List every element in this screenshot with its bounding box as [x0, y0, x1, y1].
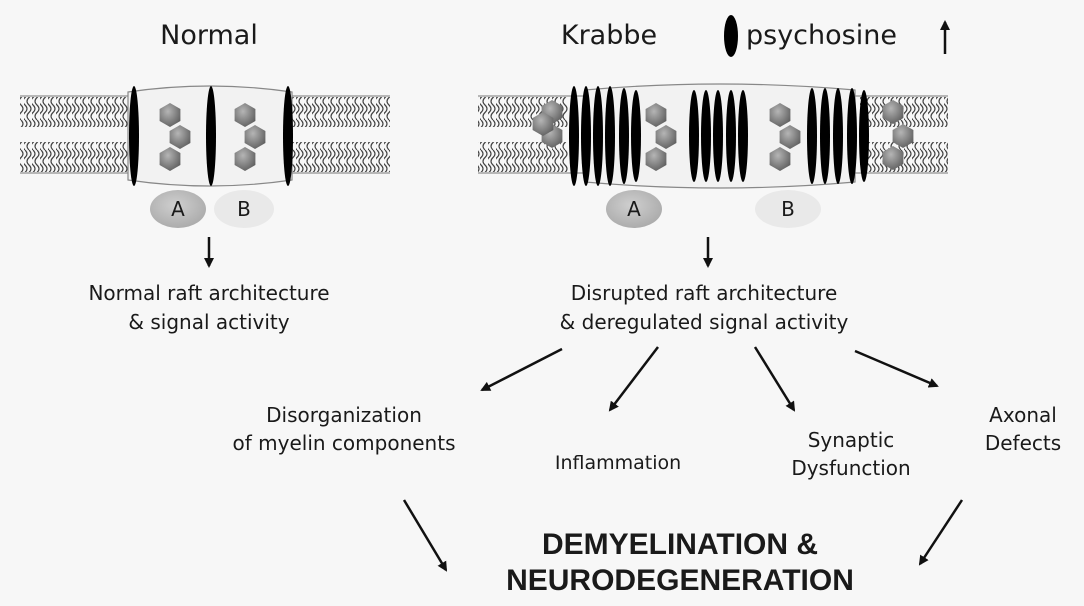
normal-protein-a-label: A	[171, 197, 185, 221]
normal-psychosine-1	[129, 86, 139, 186]
krabbe-protein-a	[606, 190, 662, 228]
result-line1: DEMYELINATION &	[541, 528, 819, 561]
normal-protein-a	[150, 190, 206, 228]
psychosine-molecule-5	[619, 88, 629, 184]
psychosine-molecule-4	[605, 86, 615, 186]
cholesterol-hexagon-10	[882, 100, 904, 124]
normal-membrane	[20, 85, 390, 187]
krabbe-outcome-line2: & deregulated signal activity	[559, 310, 849, 334]
psychosine-molecule-9	[713, 90, 723, 182]
psychosine-molecule-15	[847, 88, 857, 184]
normal-psychosine-3	[283, 86, 293, 186]
normal-lipid-left	[20, 97, 132, 127]
cholesterol-hexagon-6	[645, 147, 667, 171]
cholesterol-hexagon-5	[655, 125, 677, 149]
cholesterol-hexagon-7	[769, 103, 791, 127]
psychosine-molecule-6	[631, 90, 641, 182]
psychosine-legend-icon	[724, 15, 738, 57]
normal-cholesterol-hexagons	[159, 103, 266, 171]
krabbe-cholesterol-hexagons	[532, 100, 914, 171]
synaptic-line1: Synaptic	[807, 428, 895, 452]
disorganization-line2: of myelin components	[232, 431, 456, 455]
psychosine-molecule-13	[820, 88, 830, 184]
arrow-to-synaptic	[753, 346, 796, 412]
psychosine-molecule-12	[807, 88, 817, 184]
krabbe-title: Krabbe	[560, 20, 658, 51]
cholesterol-hexagon-9	[769, 147, 791, 171]
arrow-right-to-result	[918, 499, 964, 566]
normal-psychosine-2	[206, 86, 216, 186]
normal-lipid-right-lower	[290, 142, 390, 172]
disorganization-line1: Disorganization	[266, 403, 422, 427]
psychosine-molecule-1	[569, 86, 579, 186]
normal-outcome-line1: Normal raft architecture	[88, 281, 330, 305]
inflammation-label: Inflammation	[554, 452, 682, 474]
krabbe-lipid-right	[860, 97, 948, 127]
psychosine-molecule-10	[726, 90, 736, 182]
cholesterol-hexagon-2	[169, 125, 191, 149]
cholesterol-hexagon-12	[882, 146, 904, 170]
psychosine-molecule-3	[593, 86, 603, 186]
krabbe-outcome-line1: Disrupted raft architecture	[570, 281, 838, 305]
krabbe-psychosine-molecules	[569, 86, 869, 186]
normal-protein-b	[214, 190, 274, 228]
cholesterol-hexagon-3	[532, 112, 554, 136]
result-line2: NEURODEGENERATION	[506, 564, 854, 597]
normal-lipid-left-lower	[20, 142, 132, 172]
normal-title: Normal	[160, 20, 258, 51]
synaptic-line2: Dysfunction	[791, 456, 911, 480]
cholesterol-hexagon-1	[159, 103, 181, 127]
cholesterol-hexagon-4	[234, 103, 256, 127]
psychosine-molecule-16	[859, 90, 869, 182]
cholesterol-hexagon-4	[645, 103, 667, 127]
psychosine-molecule-8	[701, 90, 711, 182]
krabbe-protein-a-label: A	[627, 197, 641, 221]
cholesterol-hexagon-5	[244, 125, 266, 149]
normal-outcome-line2: & signal activity	[128, 310, 290, 334]
arrow-to-inflammation	[608, 346, 659, 412]
arrow-to-disorganization	[480, 347, 563, 392]
krabbe-protein-b-label: B	[781, 197, 795, 221]
psychosine-molecule-2	[581, 86, 591, 186]
krabbe-protein-b	[755, 190, 821, 228]
cholesterol-hexagon-3	[159, 147, 181, 171]
psychosine-molecule-14	[833, 88, 843, 184]
cholesterol-hexagon-11	[892, 124, 914, 148]
normal-protein-b-label: B	[237, 197, 251, 221]
cholesterol-hexagon-8	[779, 125, 801, 149]
cholesterol-hexagon-6	[234, 147, 256, 171]
normal-lipid-right	[290, 97, 390, 127]
arrow-left-to-result	[402, 499, 448, 572]
axonal-line2: Defects	[984, 431, 1062, 455]
psychosine-molecule-11	[738, 90, 748, 182]
axonal-line1: Axonal	[989, 403, 1057, 427]
psychosine-legend-label: psychosine	[746, 20, 897, 51]
arrow-to-axonal	[854, 349, 939, 388]
psychosine-molecule-7	[689, 90, 699, 182]
